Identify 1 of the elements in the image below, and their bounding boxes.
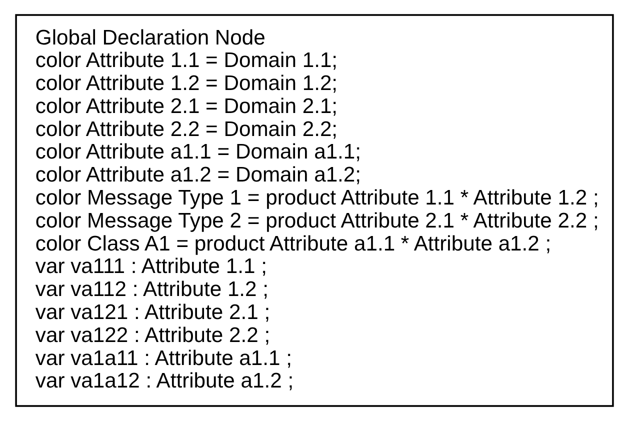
node-box: Global Declaration Node color Attribute 1.1 = Domain 1.1; color Attribute 1.2 = Domain 1.2; color Attribute 2.1 = Domain 2.1; color Attribute 2.2 = Domain 2.2; color Attribute a1.1 = Domain a1.1; color Attribute a1.2 = Domain a1.2; color Message Type 1 = product Attribute 1.1 * Attribute 1.2 ; color Message Type 2 = product Attribute 2.1 * Attribute 2.2 ; color Class A1 = product Attribute a1.1 * Attribute a1.2 ; var va111 : Attribute 1.1 ; var va112 : Attribute 1.2 ; var va121 : Attribute 2.1 ; var va122 : Attribute 2.2 ; var va1a11 : Attribute a1.1 ; var va1a12 : Attribute a1.2 ; <box>14 14 614 407</box>
